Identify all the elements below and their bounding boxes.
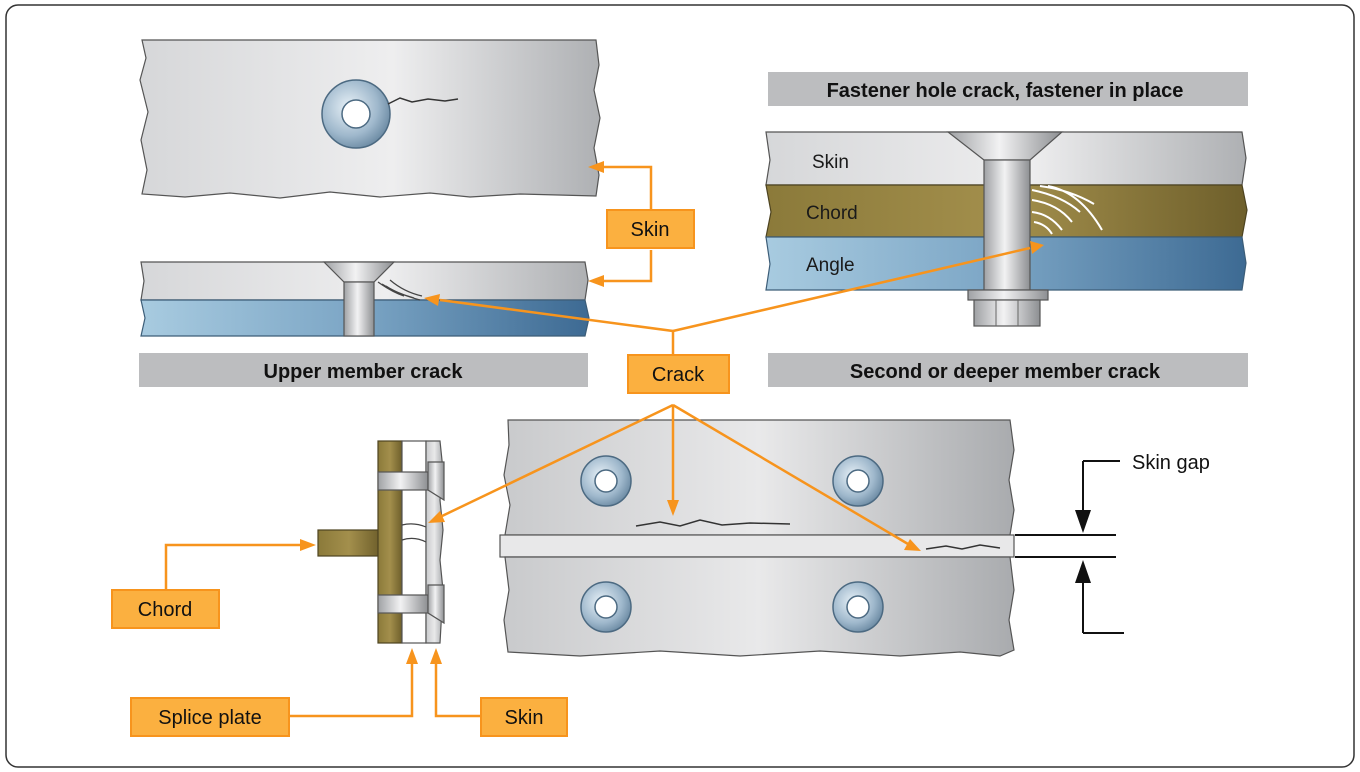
splice-side-view [317, 440, 445, 644]
radial-cracks-icon [1031, 185, 1103, 235]
crack-line-icon-3 [925, 544, 1001, 550]
callout-box-crack [627, 354, 730, 394]
title-fastener-hole: Fastener hole crack, fastener in place [827, 80, 1184, 102]
callout-splice-plate: Splice plate [158, 707, 261, 729]
callout-box-chord [111, 589, 220, 629]
callout-chord: Chord [138, 599, 192, 621]
callout-box-skin-bottom [480, 697, 568, 737]
crack-line-icon-2 [635, 519, 791, 527]
callout-box-skin-top [606, 209, 695, 249]
leader-lines [164, 161, 1044, 718]
title-upper-member: Upper member crack [264, 361, 464, 383]
layer-label-chord: Chord [806, 203, 858, 224]
callout-skin-bottom: Skin [505, 707, 544, 729]
rivet-lower-icon [377, 594, 429, 614]
title-second-member: Second or deeper member crack [850, 361, 1161, 383]
callout-skin-top: Skin [631, 219, 670, 241]
title-bar-fastener-hole [768, 72, 1248, 106]
callout-crack: Crack [652, 364, 705, 386]
title-bar-upper-member [139, 353, 588, 387]
arrow-down-icon [1075, 510, 1091, 533]
layer-label-skin: Skin [812, 152, 849, 173]
callout-box-splice-plate [130, 697, 290, 737]
bolt-shank-icon [983, 159, 1031, 291]
layer-label-angle: Angle [806, 255, 855, 276]
arrow-up-icon [1075, 560, 1091, 583]
rivet-upper-icon [377, 471, 429, 491]
skin-plate-hole-crack [139, 39, 601, 199]
lap-joint-plan-view [499, 419, 1015, 657]
skin-gap-label: Skin gap [1132, 452, 1210, 474]
nut-icon [973, 299, 1041, 327]
crack-line-icon [387, 97, 459, 105]
title-bar-second-member [768, 353, 1248, 387]
upper-member-section [140, 261, 590, 337]
skin-gap-dimension [1015, 460, 1124, 634]
fastener-in-place-section [765, 131, 1248, 327]
